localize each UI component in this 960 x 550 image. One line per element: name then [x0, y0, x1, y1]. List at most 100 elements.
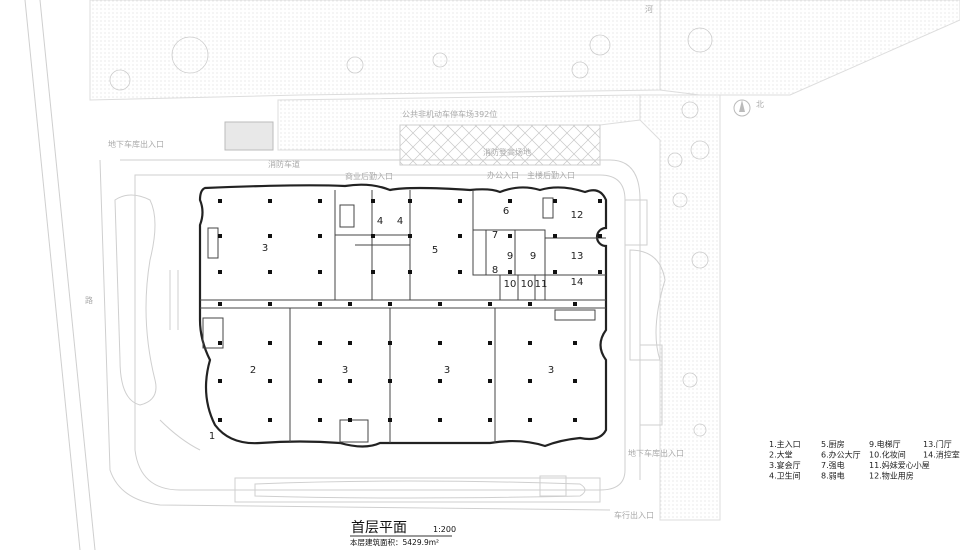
- river-label: 河: [645, 4, 653, 14]
- column: [553, 270, 557, 274]
- room-number: 13: [571, 251, 584, 262]
- column: [218, 341, 222, 345]
- column: [318, 341, 322, 345]
- drawing-title: 首层平面: [351, 520, 407, 536]
- garage-ramp-nw: [224, 121, 274, 151]
- column: [268, 418, 272, 422]
- title-block: 首层平面 1:200 本层建筑面积：5429.9m²: [350, 520, 456, 547]
- river-bank: [659, 0, 960, 96]
- column: [458, 199, 462, 203]
- building-outline: [198, 183, 608, 448]
- column: [218, 379, 222, 383]
- room-number: 6: [503, 206, 509, 217]
- column: [388, 302, 392, 306]
- north-label: 北: [756, 100, 764, 109]
- column: [438, 341, 442, 345]
- fire-rescue-area: [399, 124, 601, 166]
- column: [573, 418, 577, 422]
- column: [573, 341, 577, 345]
- column: [371, 270, 375, 274]
- room-number: 9: [507, 251, 513, 262]
- column: [268, 234, 272, 238]
- column: [438, 379, 442, 383]
- room-number: 7: [492, 230, 498, 241]
- garage-entry-se-label: 地下车库出入口: [628, 448, 684, 458]
- column: [218, 302, 222, 306]
- legend-item: 1.主入口: [769, 439, 801, 449]
- room-number: 10: [504, 279, 517, 290]
- column: [458, 234, 462, 238]
- legend-item: 9.电梯厅: [869, 439, 901, 449]
- trees: [109, 27, 713, 437]
- legend-item: 8.弱电: [821, 471, 845, 481]
- column: [488, 341, 492, 345]
- column: [218, 234, 222, 238]
- column: [218, 270, 222, 274]
- column: [528, 341, 532, 345]
- legend-item: 5.厨房: [821, 439, 845, 449]
- column: [553, 199, 557, 203]
- column: [488, 379, 492, 383]
- legend-item: 13.门厅: [923, 439, 952, 449]
- column: [348, 379, 352, 383]
- column: [318, 270, 322, 274]
- room-number: 9: [530, 251, 536, 262]
- garage-entry-nw-label: 地下车库出入口: [108, 139, 164, 149]
- room-number: 3: [342, 365, 348, 376]
- floor-area-note: 本层建筑面积：5429.9m²: [350, 537, 439, 547]
- column: [598, 199, 602, 203]
- column: [348, 341, 352, 345]
- column: [573, 302, 577, 306]
- legend-item: 6.办公大厅: [821, 450, 861, 460]
- room-number: 11: [535, 279, 548, 290]
- vehicle-entry-label: 车行出入口: [614, 510, 654, 520]
- column: [488, 418, 492, 422]
- column: [508, 270, 512, 274]
- room-number: 12: [571, 210, 584, 221]
- legend-item: 4.卫生间: [769, 471, 801, 481]
- room-number: 2: [250, 365, 256, 376]
- column: [218, 418, 222, 422]
- north-arrow: 北: [733, 99, 764, 117]
- commercial-service-entry-label: 商业后勤入口: [345, 171, 393, 181]
- room-number: 8: [492, 265, 498, 276]
- room-number: 4: [397, 216, 403, 227]
- room-number: 5: [432, 245, 438, 256]
- room-number: 3: [548, 365, 554, 376]
- column: [268, 302, 272, 306]
- office-entry-label: 办公入口: [487, 170, 519, 180]
- column: [348, 418, 352, 422]
- column: [528, 418, 532, 422]
- road-label: 路: [85, 295, 93, 305]
- legend-item: 7.强电: [821, 460, 845, 470]
- column: [553, 234, 557, 238]
- column: [573, 379, 577, 383]
- room-number: 14: [571, 277, 584, 288]
- column: [318, 379, 322, 383]
- column: [371, 234, 375, 238]
- column: [348, 302, 352, 306]
- interior-walls: [200, 190, 606, 443]
- column: [268, 341, 272, 345]
- drawing-scale: 1:200: [433, 525, 456, 534]
- legend-item: 10.化妆间: [869, 450, 906, 460]
- room-number: 4: [377, 216, 383, 227]
- column: [408, 270, 412, 274]
- fire-rescue-area-label: 消防登高场地: [483, 147, 531, 157]
- column: [528, 302, 532, 306]
- room-number: 3: [262, 243, 268, 254]
- east-green: [639, 94, 721, 521]
- legend-item: 2.大堂: [769, 450, 793, 460]
- column: [388, 341, 392, 345]
- room-number: 10: [521, 279, 534, 290]
- legend-item: 14.消控室: [923, 450, 960, 460]
- column: [598, 270, 602, 274]
- column: [488, 302, 492, 306]
- column: [371, 199, 375, 203]
- column: [268, 199, 272, 203]
- main-service-entry-label: 主楼后勤入口: [527, 170, 575, 180]
- legend-item: 3.宴会厅: [769, 460, 801, 470]
